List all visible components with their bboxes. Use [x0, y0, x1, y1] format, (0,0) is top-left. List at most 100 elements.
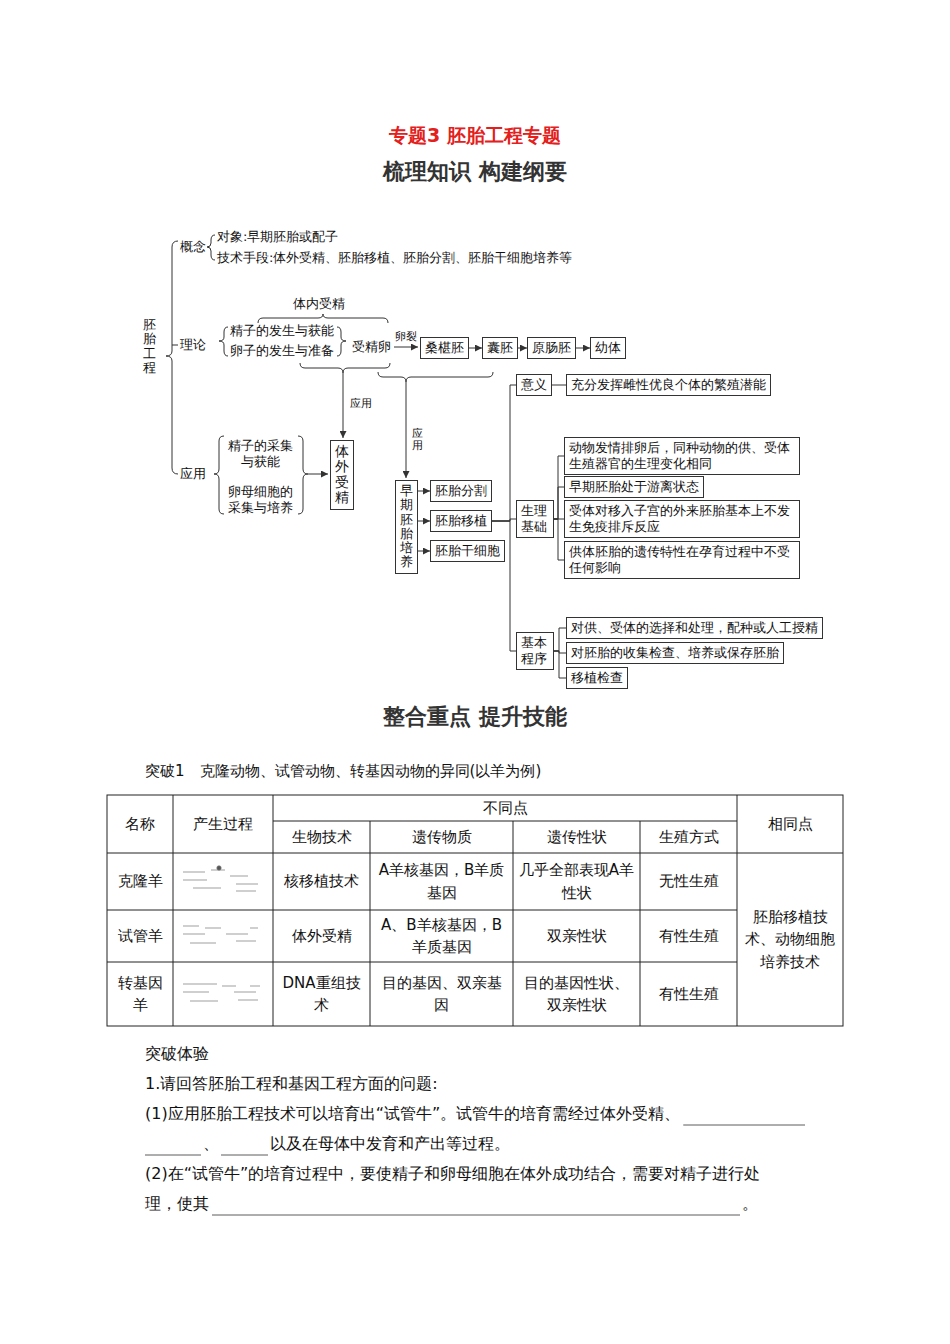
- brace: [219, 327, 228, 356]
- content-box: 受体对移入子宫的外来胚胎基本上不发生免疫排斥反应: [564, 500, 800, 538]
- box-text: 囊胚: [487, 340, 513, 355]
- table-cell: 有性生殖: [640, 910, 737, 962]
- theory-text: 精子的发生与获能: [230, 323, 334, 339]
- cleavage-arrow: [394, 347, 418, 348]
- table-cell: 体外受精: [273, 910, 370, 962]
- box-text: 胚胎移植: [435, 513, 487, 528]
- box-text: 动物发情排卵后，同种动物的供、受体生殖器官的生理变化相同: [569, 440, 790, 471]
- stage-box: 桑椹胚: [420, 337, 469, 359]
- page-title: 专题3 胚胎工程专题: [0, 124, 950, 148]
- table-cell: 试管羊: [107, 910, 173, 962]
- technique-box: 早期胚胎培养: [395, 480, 418, 574]
- box-text: 桑椹胚: [425, 340, 464, 355]
- answer-blank: [221, 1155, 268, 1156]
- box-text: 早期胚胎处于游离状态: [569, 479, 699, 494]
- table-cell: 相同点: [737, 795, 843, 853]
- category-box: 生理基础: [516, 500, 554, 538]
- connector: [418, 521, 430, 522]
- table-cell: 克隆羊: [107, 853, 173, 910]
- box-text: 充分发挥雌性优良个体的繁殖潜能: [571, 377, 766, 392]
- stage-box: 囊胚: [482, 337, 518, 359]
- connector: [554, 456, 564, 519]
- connector: [492, 385, 516, 521]
- content-box: 供体胚胎的遗传特性在孕育过程中不受任何影响: [564, 541, 800, 579]
- concept-text: 对象:早期胚胎或配子: [217, 229, 338, 245]
- content-box: 对胚胎的收集检查、培养或保存胚胎: [566, 642, 784, 664]
- table-cell: 名称: [107, 795, 173, 853]
- table-cell: 核移植技术: [273, 853, 370, 910]
- section-heading: 整合重点 提升技能: [0, 703, 950, 731]
- table-cell: 无性生殖: [640, 853, 737, 910]
- application-text: 精子的采集与获能: [226, 438, 294, 471]
- box-text: 生理基础: [521, 503, 547, 534]
- theory-text: 卵子的发生与准备: [230, 343, 334, 359]
- connector: [518, 348, 527, 349]
- category-box: 意义: [516, 374, 552, 396]
- content-box: 充分发挥雌性优良个体的繁殖潜能: [566, 374, 771, 396]
- question-text: (1)应用胚胎工程技术可以培育出“试管牛”。试管牛的培育需经过体外受精、: [145, 1104, 680, 1124]
- technique-box: 体外受精: [330, 440, 354, 510]
- group-label: 体内受精: [293, 296, 345, 312]
- brace-tick: [172, 345, 178, 346]
- application-arrow: [308, 474, 328, 475]
- question-text: 1.请回答胚胎工程和基因工程方面的问题:: [145, 1074, 438, 1094]
- stage-label: 受精卵: [352, 339, 391, 355]
- arrow-label: 应用: [412, 428, 423, 452]
- application-arrow: [406, 382, 407, 478]
- branch-label: 概念: [180, 239, 206, 255]
- connector: [554, 651, 566, 653]
- box-text: 受体对移入子宫的外来胚胎基本上不发生免疫排斥反应: [569, 503, 790, 534]
- box-text: 胚胎分割: [435, 483, 487, 498]
- box-text: 意义: [521, 377, 547, 392]
- box-text: 对供、受体的选择和处理，配种或人工授精: [571, 620, 818, 635]
- table-grid: [107, 795, 843, 1026]
- answer-blank: [145, 1155, 201, 1156]
- table-cell: 转基因羊: [107, 962, 173, 1026]
- section-heading: 梳理知识 构建纲要: [0, 158, 950, 186]
- brace: [207, 235, 215, 260]
- stage-box: 幼体: [590, 337, 626, 359]
- box-text: 体外受精: [335, 444, 349, 506]
- box-text: 幼体: [595, 340, 621, 355]
- table-cell: 目的基因、双亲基因: [370, 962, 513, 1026]
- brace: [337, 327, 346, 356]
- table-cell: 双亲性状: [513, 910, 640, 962]
- top-brace: [258, 314, 388, 323]
- connector: [576, 348, 590, 349]
- concept-text: 技术手段:体外受精、胚胎移植、胚胎分割、胚胎干细胞培养等: [217, 250, 572, 266]
- box-text: 原肠胚: [532, 340, 571, 355]
- application-arrow: [343, 373, 344, 438]
- technique-box: 胚胎分割: [430, 480, 492, 502]
- table-cell: 生殖方式: [640, 821, 737, 853]
- main-brace: [166, 241, 178, 474]
- application-text: 卵母细胞的采集与培养: [226, 484, 294, 517]
- table-cell: 产生过程: [173, 795, 273, 853]
- connector: [554, 519, 564, 520]
- question-text: 。: [742, 1194, 758, 1214]
- question-text: 理，使其: [145, 1194, 209, 1214]
- table-cell: 几乎全部表现A羊性状: [513, 853, 640, 910]
- table-cell: 不同点: [273, 795, 737, 821]
- table-cell: 有性生殖: [640, 962, 737, 1026]
- answer-blank: [212, 1215, 740, 1216]
- connector: [418, 491, 430, 492]
- category-box: 基本程序: [516, 632, 554, 670]
- arrow-label: 应用: [350, 397, 372, 411]
- table-cell: A、B羊核基因，B羊质基因: [370, 910, 513, 962]
- connector: [469, 348, 482, 349]
- technique-box: 胚胎移植: [430, 510, 492, 532]
- bottom-brace: [378, 372, 493, 382]
- question-text: (2)在“试管牛”的培育过程中，要使精子和卵母细胞在体外成功结合，需要对精子进行…: [145, 1164, 760, 1184]
- connector: [492, 519, 516, 521]
- box-text: 对胚胎的收集检查、培养或保存胚胎: [571, 645, 779, 660]
- content-box: 对供、受体的选择和处理，配种或人工授精: [566, 617, 823, 639]
- table-cell: 遗传性状: [513, 821, 640, 853]
- table-cell: DNA重组技术: [273, 962, 370, 1026]
- technique-box: 胚胎干细胞: [430, 540, 505, 562]
- branch-label: 应用: [180, 466, 206, 482]
- box-text: 胚胎干细胞: [435, 543, 500, 558]
- connector: [554, 651, 566, 678]
- question-text: 、: [203, 1134, 219, 1154]
- brackets: [166, 235, 493, 514]
- connector: [418, 551, 430, 552]
